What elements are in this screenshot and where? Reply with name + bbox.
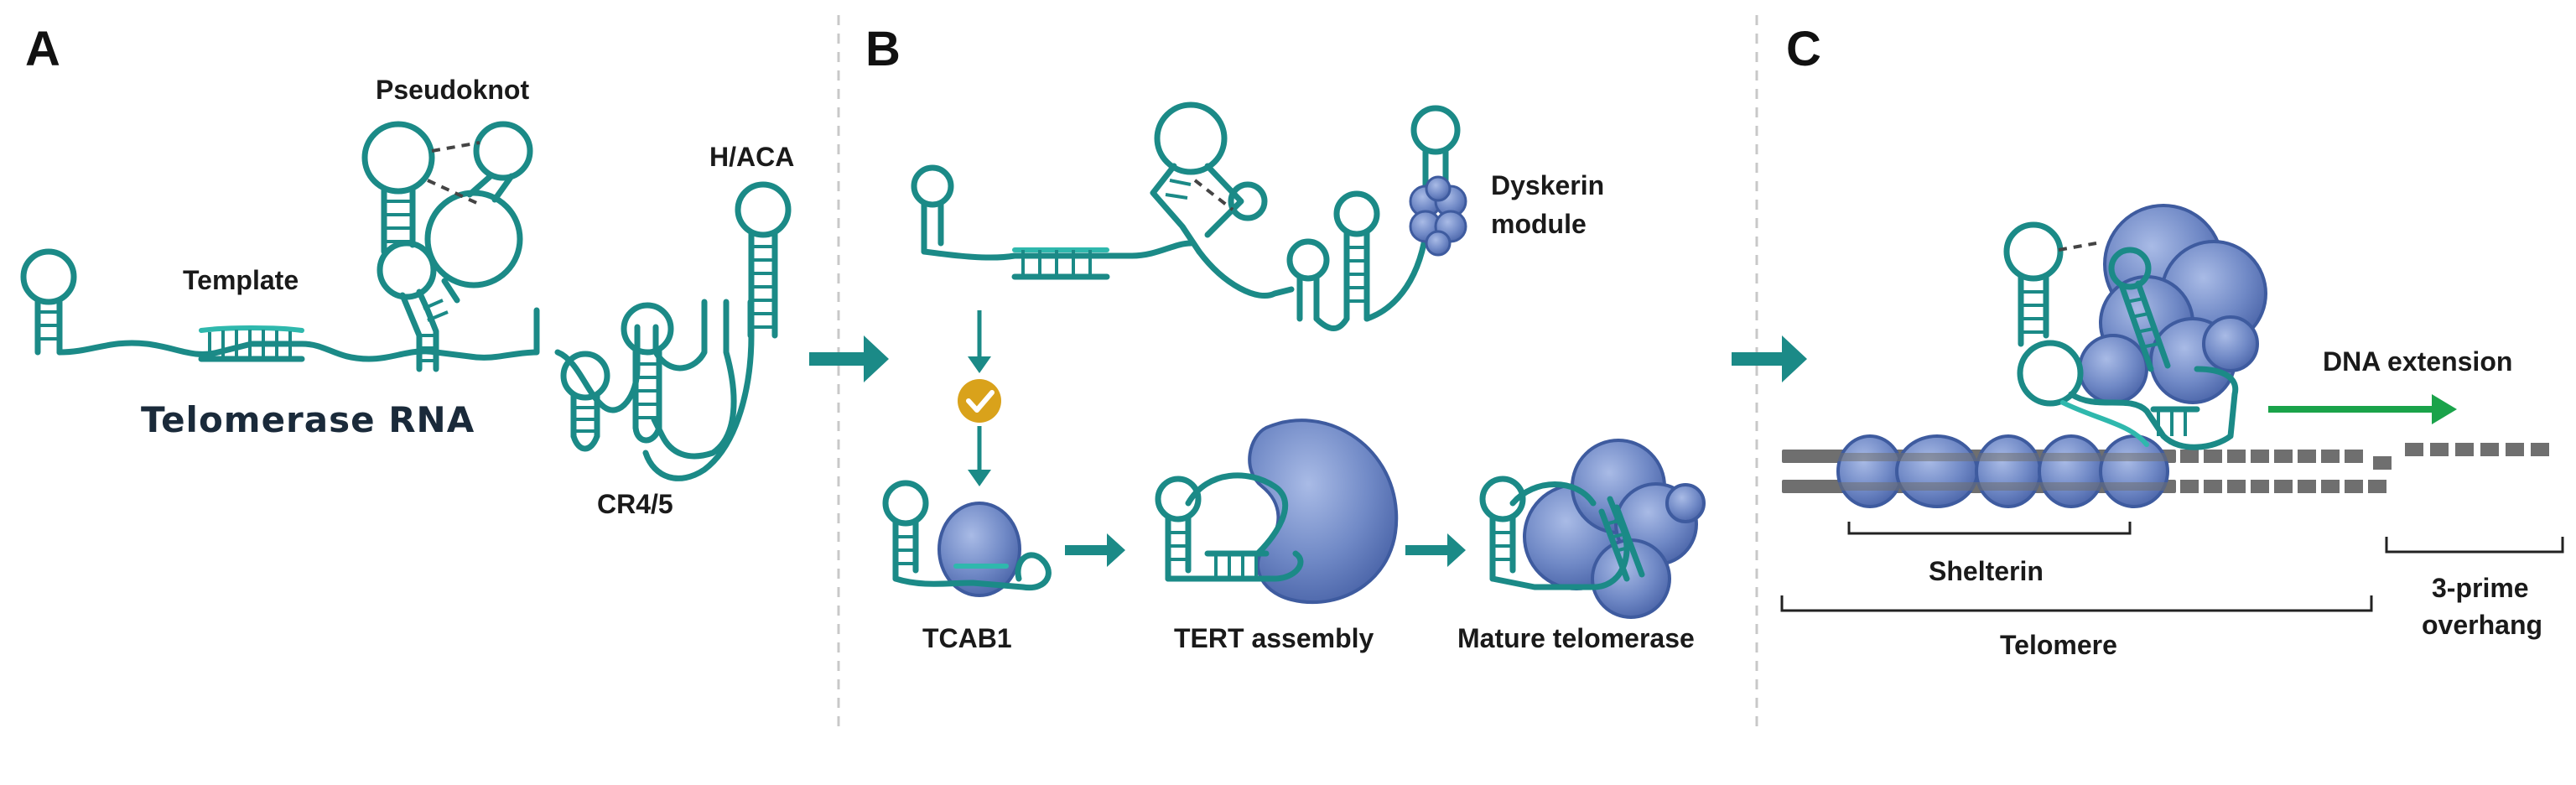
rna-backbone-a xyxy=(56,299,754,460)
haca-hairpin xyxy=(642,181,792,481)
dna-dash-lower xyxy=(2180,480,2386,493)
label-dyskerin-2: module xyxy=(1491,209,1587,239)
label-tert-assembly: TERT assembly xyxy=(1174,623,1374,653)
bracket-overhang xyxy=(2385,537,2564,554)
panel-letter-b: B xyxy=(865,22,901,76)
panel-a: A Template xyxy=(20,22,889,519)
tcab1-stage xyxy=(882,480,1052,597)
label-template: Template xyxy=(183,265,299,295)
label-pseudoknot: Pseudoknot xyxy=(376,75,529,105)
tcab1-recruitment xyxy=(958,310,1001,486)
label-telomerase-rna: Telomerase RNA xyxy=(141,399,475,440)
panel-c: C xyxy=(1780,22,2564,660)
check-badge xyxy=(958,379,1001,423)
check-icon xyxy=(966,390,995,413)
arrow-b-to-c xyxy=(1732,335,1807,382)
dna-dash-upper xyxy=(2180,450,2392,470)
label-overhang-1: 3-prime xyxy=(2432,573,2529,603)
arrow-tert-to-mature xyxy=(1405,533,1466,567)
bracket-shelterin xyxy=(1847,522,2132,535)
rna-with-dyskerin xyxy=(911,101,1467,331)
dna-extension-arrowhead xyxy=(2432,394,2457,424)
label-dna-extension: DNA extension xyxy=(2323,346,2512,377)
dyskerin-module xyxy=(1409,175,1467,257)
shelterin-complex xyxy=(1836,434,2172,508)
panel-letter-c: C xyxy=(1786,22,1821,76)
tert-protein xyxy=(1248,418,1399,605)
tert-assembly-stage xyxy=(1155,418,1399,605)
dna-overhang xyxy=(2405,443,2549,456)
label-mature-telomerase: Mature telomerase xyxy=(1457,623,1695,653)
cr45-hairpins xyxy=(560,302,674,452)
label-telomere: Telomere xyxy=(2000,630,2117,660)
template-region xyxy=(198,325,305,362)
arrow-tcab1-to-tert xyxy=(1065,533,1125,567)
telomerase-on-telomere xyxy=(2003,204,2267,450)
label-dyskerin-1: Dyskerin xyxy=(1491,170,1604,200)
bracket-telomere xyxy=(1780,595,2373,612)
mature-telomerase-stage xyxy=(1479,439,1706,619)
label-haca: H/ACA xyxy=(709,142,794,172)
pseudoknot-structure xyxy=(361,121,533,372)
panel-b: B xyxy=(865,22,1807,653)
label-tcab1: TCAB1 xyxy=(922,623,1012,653)
label-overhang-2: overhang xyxy=(2422,610,2542,640)
label-cr45: CR4/5 xyxy=(597,489,673,519)
rna-hairpin-left xyxy=(20,248,77,356)
panel-letter-a: A xyxy=(25,22,60,76)
arrow-a-to-b xyxy=(809,335,889,382)
label-shelterin: Shelterin xyxy=(1929,556,2044,586)
